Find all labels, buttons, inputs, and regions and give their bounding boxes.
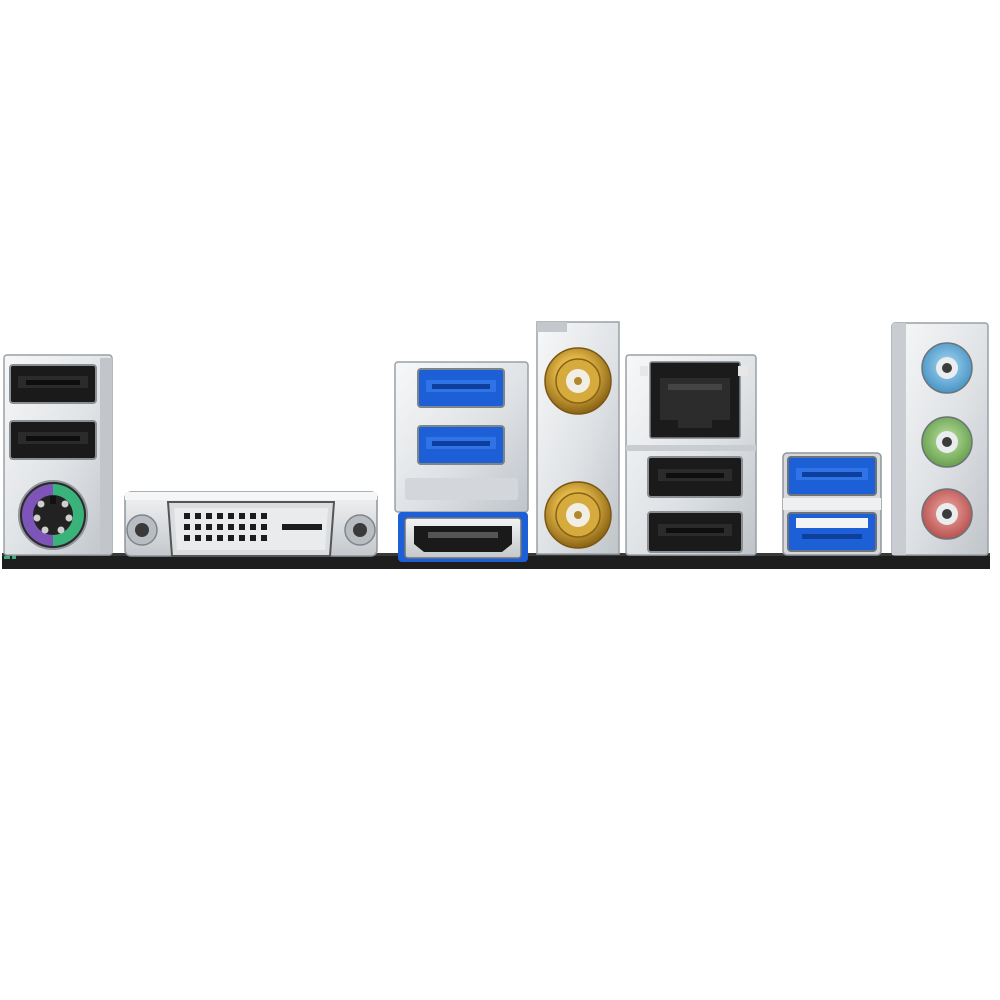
ps2-port[interactable] [18,480,88,550]
audio-jack[interactable] [921,416,973,468]
dvi-pin [250,524,256,530]
dvi-pin [239,513,245,519]
dvi-port [124,491,378,557]
dvi-pin [206,513,212,519]
usb3-pair [782,452,882,556]
ps2-usb-stack [3,354,113,556]
dvi-pin [250,513,256,519]
dvi-pin [184,524,190,530]
usb-a-port[interactable] [9,364,97,404]
dvi-pin [195,513,201,519]
dvi-connector[interactable] [166,501,336,557]
audio-jack[interactable] [921,488,973,540]
usb-a-port[interactable] [647,456,743,498]
usb3-port[interactable] [787,456,877,496]
wifi-antenna-bracket [536,321,620,555]
dvi-pin [239,535,245,541]
usb3-port[interactable] [417,425,505,465]
dvi-pin [206,524,212,530]
sma-antenna-connector[interactable] [544,347,612,415]
hex-screw-icon [344,514,376,546]
sma-antenna-connector[interactable] [544,481,612,549]
hdmi-port[interactable] [398,512,528,562]
dvi-pin [228,535,234,541]
dvi-pin [184,535,190,541]
dvi-pin [228,524,234,530]
dvi-pin [261,535,267,541]
usb-a-port[interactable] [647,511,743,553]
dvi-pin [217,513,223,519]
dvi-pin [250,535,256,541]
usb3-hdmi-stack [394,361,529,562]
usb-a-port[interactable] [9,420,97,460]
rj45-port[interactable] [640,361,748,439]
usb3-port[interactable] [417,368,505,408]
usb3-port[interactable] [787,512,877,552]
audio-jack[interactable] [921,342,973,394]
dvi-pin [217,535,223,541]
audio-jacks [891,322,989,556]
dvi-pin [195,524,201,530]
lan-usb-stack [625,354,757,556]
dvi-pin [261,513,267,519]
dvi-pin [217,524,223,530]
dvi-pin [228,513,234,519]
dvi-pin [261,524,267,530]
dvi-pin [239,524,245,530]
dvi-pin [206,535,212,541]
dvi-pin [184,513,190,519]
dvi-pin [195,535,201,541]
hex-screw-icon [126,514,158,546]
